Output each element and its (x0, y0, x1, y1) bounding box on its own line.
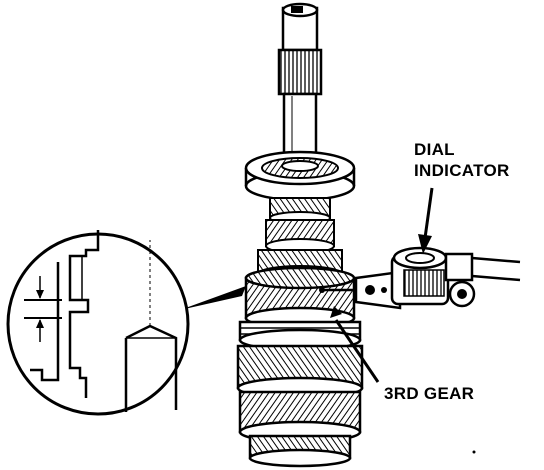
dial-indicator-arrow (418, 187, 434, 254)
third-gear-arrow (330, 306, 380, 383)
third-gear (244, 266, 356, 330)
dial-indicator (319, 246, 521, 310)
third-gear-label: 3RD GEAR (384, 384, 475, 403)
lower-gears (236, 320, 364, 468)
magnified-inset (6, 230, 246, 416)
dial-indicator-label-line1: DIAL (414, 140, 455, 159)
dial-indicator-label-line2: INDICATOR (414, 161, 510, 180)
speck (472, 450, 476, 454)
mainshaft (277, 2, 323, 168)
bearing (244, 150, 356, 202)
